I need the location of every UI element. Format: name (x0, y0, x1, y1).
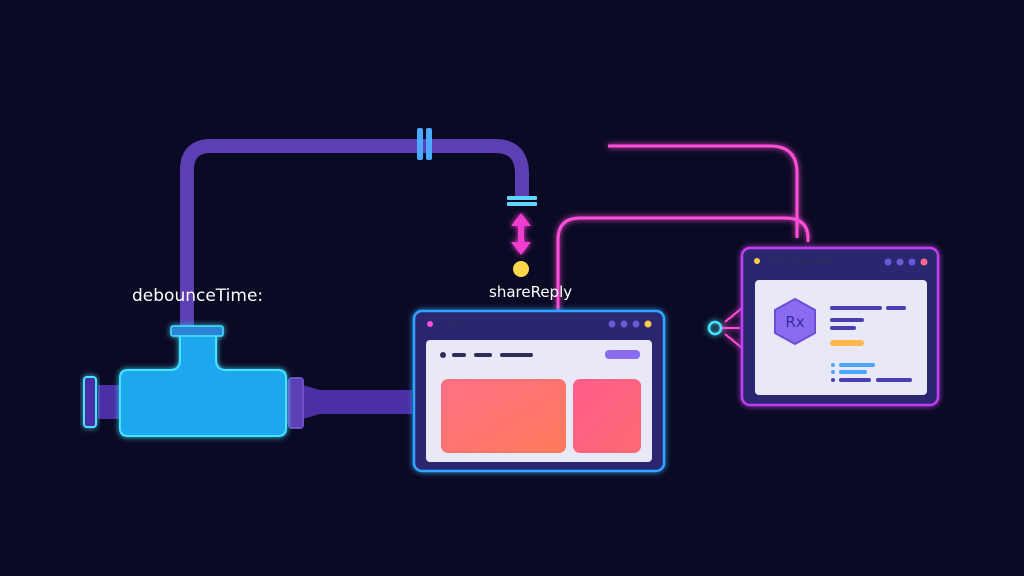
window-ccpi-title: CCPI (440, 318, 463, 329)
window-ccpi (412, 309, 666, 473)
window-control-icon (632, 320, 640, 328)
pipe-coupling-outlet (507, 196, 537, 206)
debounce-label: debounceTime: (132, 286, 264, 306)
rx-badge-text: Rx (785, 313, 805, 331)
window-dot-icon (427, 321, 433, 327)
neon-line-inner (556, 216, 810, 312)
pipe-coupling-top (417, 128, 432, 160)
content-card-small (573, 379, 641, 453)
window-control-icon (620, 320, 628, 328)
window-action-button (605, 350, 640, 359)
window-control-icon (644, 320, 652, 328)
debounce-valve (119, 325, 287, 437)
rx-hexagon-icon (774, 297, 816, 346)
window-control-icon (896, 258, 904, 266)
neon-line-outer (608, 144, 799, 238)
window-control-icon (608, 320, 616, 328)
double-arrow-icon (511, 213, 531, 255)
share-replay-label: shareReply (489, 283, 573, 301)
content-card-large (441, 379, 566, 453)
emission-dot (513, 261, 529, 277)
window-rxjs (740, 246, 940, 407)
valve-inlet (83, 376, 122, 428)
upper-pipe (180, 139, 529, 330)
window-control-icon (884, 258, 892, 266)
window-rxjs-title: RxJS Reconat (768, 256, 834, 267)
window-control-icon (920, 258, 928, 266)
connector-node (707, 307, 743, 349)
window-content (755, 280, 927, 395)
horizontal-pipe (285, 380, 412, 424)
window-control-icon (908, 258, 916, 266)
window-dot-icon (754, 258, 760, 264)
